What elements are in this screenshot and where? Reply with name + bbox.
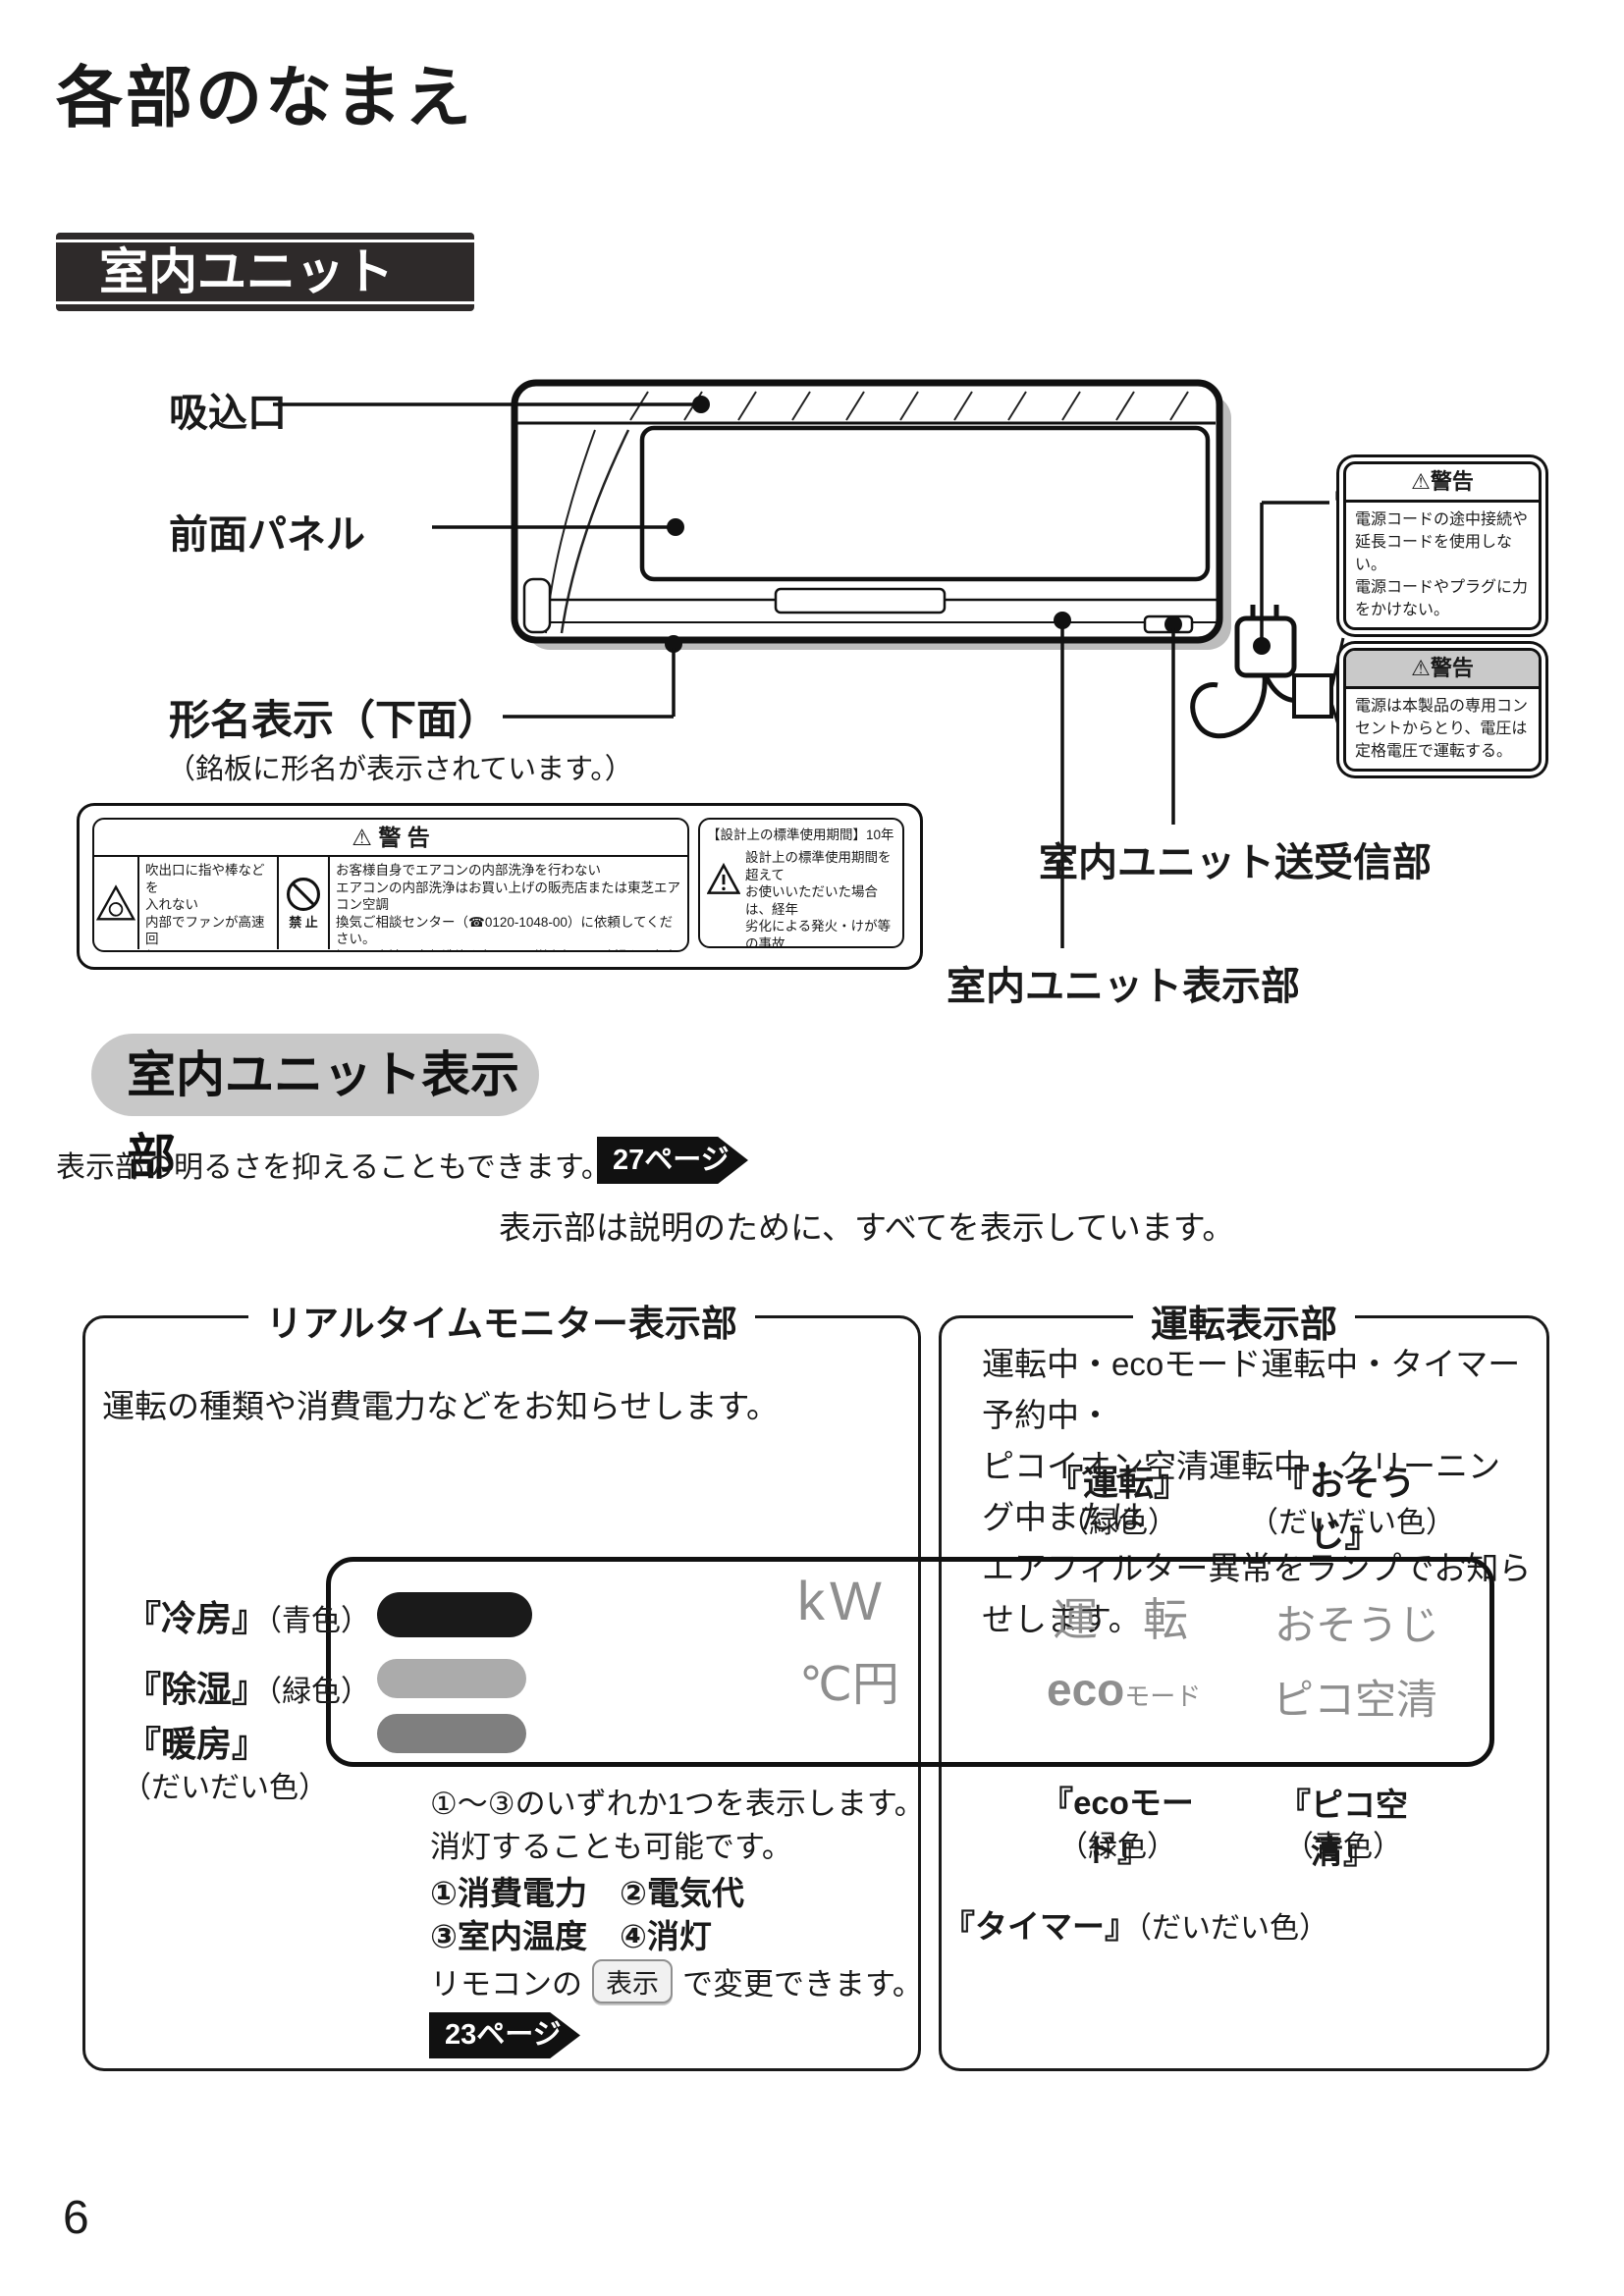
warning-line: 電源は本製品の専用コン <box>1355 698 1529 715</box>
realtime-desc: 運転の種類や消費電力などをお知らせします。 <box>102 1388 780 1424</box>
unit-shadow <box>526 395 1231 650</box>
label-model-caption: （銘板に形名が表示されています。） <box>167 754 633 785</box>
page-ref-badge-27: 27ページ <box>597 1137 748 1184</box>
label-run-color: （緑色） <box>1059 1507 1177 1539</box>
display-options-2: ③室内温度 ④消灯 <box>430 1918 712 1954</box>
page-ref-badge-23: 23ページ <box>429 2012 580 2058</box>
label-clean-color: （だいだい色） <box>1249 1507 1455 1539</box>
warning-wash-text: お客様自身でエアコンの内部洗浄を行わない エアコンの内部洗浄はお買い上げの販売店… <box>336 863 680 950</box>
warning-box-cord: ⚠警告 電源コードの途中接続や 延長コードを使用しない。 電源コードやプラグに力… <box>1343 461 1542 630</box>
warning-triangle-icon <box>707 863 740 894</box>
label-eco: 『ecoモード』 <box>1041 1785 1194 1868</box>
label-transceiver: 室内ユニット送受信部 <box>1039 841 1432 884</box>
panel-title-operation: 運転表示部 <box>939 1294 1549 1348</box>
display-button-chip: 表示 <box>592 1959 673 2003</box>
period-title: 【設計上の標準使用期間】10年 <box>707 828 894 842</box>
warning-line: 定格電圧で運転する。 <box>1355 743 1513 760</box>
brightness-note: 表示部の明るさを抑えることもできます。 <box>56 1151 611 1184</box>
warning-title: 警告 <box>1430 469 1474 494</box>
power-cord <box>1190 674 1268 739</box>
display-note-2: 消灯することも可能です。 <box>430 1830 792 1864</box>
warning-title: 警告 <box>1430 656 1474 680</box>
label-pico: 『ピコ空清』 <box>1278 1787 1408 1870</box>
warning-box-outlet-header: ⚠警告 <box>1346 651 1539 689</box>
prohibition-icon: 禁 止 <box>279 857 330 949</box>
panel-title-realtime: リアルタイムモニター表示部 <box>82 1294 921 1347</box>
warning-fan-text: 吹出口に指や棒などを 入れない 内部でファンが高速回 転しているため、けが の原… <box>139 857 279 950</box>
label-intake: 吸込口 <box>169 392 287 435</box>
warning-strip-main: ⚠ 警 告 吹出口に指や棒などを 入れない 内部でファンが高速回 転しているため… <box>92 818 689 952</box>
grille-slats <box>629 391 1189 421</box>
label-run: 『運転』 <box>1047 1463 1189 1503</box>
cool-lamp-pill <box>377 1592 532 1637</box>
unit-body <box>511 379 1223 644</box>
operation-desc: 運転中・ecoモード運転中・タイマー予約中・ ピコイオン空清運転中・クリーニング… <box>982 1346 1532 1637</box>
remote-note-post: で変更できます。 <box>682 1967 923 2002</box>
fan-warning-icon <box>94 857 139 949</box>
unit-temp-yen: ℃円 <box>799 1659 899 1711</box>
label-heat-color: （だいだい色） <box>122 1772 328 1804</box>
label-timer: 『タイマー』（だいだい色） <box>943 1908 1328 1945</box>
display-value: 8.8 <box>0 0 1 1</box>
warning-box-outlet: ⚠警告 電源は本製品の専用コン セントからとり、電圧は 定格電圧で運転する。 <box>1343 648 1542 772</box>
warning-box-cord-header: ⚠警告 <box>1346 464 1539 503</box>
label-clean: 『おそうじ』 <box>1273 1463 1416 1554</box>
display-window-shape <box>774 587 947 614</box>
cord-clamp-shape <box>1292 673 1333 719</box>
label-model-display: 形名表示（下面） <box>169 697 500 743</box>
power-plug-shape <box>1234 615 1297 678</box>
page-title: 各部のなまえ <box>56 61 475 135</box>
warning-triangle-icon: ⚠ <box>1411 656 1431 680</box>
transceiver-window-shape <box>1143 614 1194 634</box>
panel-operation-display <box>939 1315 1549 2071</box>
label-heat: 『暖房』 <box>126 1724 268 1764</box>
dry-lamp-pill <box>377 1659 526 1698</box>
warning-title: 警 告 <box>378 825 430 850</box>
label-cool: 『冷房』（青色） <box>126 1598 371 1638</box>
front-panel-shape <box>639 425 1211 582</box>
page-number: 6 <box>63 2192 89 2244</box>
warning-line: をかけない。 <box>1355 602 1450 618</box>
label-dry: 『除湿』（緑色） <box>126 1669 371 1709</box>
warning-period-text: 設計上の標準使用期間を超えて お使いいただいた場合は、経年 劣化による発火・けが… <box>745 850 892 948</box>
unit-kw: kW <box>797 1570 887 1631</box>
warning-triangle-icon: ⚠ <box>352 825 372 850</box>
warning-triangle-icon: ⚠ <box>1411 469 1431 494</box>
label-eco-color: （緑色） <box>1058 1831 1176 1863</box>
warning-line: 延長コードを使用しない。 <box>1355 534 1513 573</box>
warning-strip: ⚠ 警 告 吹出口に指や棒などを 入れない 内部でファンが高速回 転しているため… <box>77 803 923 970</box>
heat-lamp-pill <box>377 1714 526 1753</box>
section-header-unit-display: 室内ユニット表示部 <box>91 1034 539 1185</box>
lamp-clean: おそうじ <box>1274 1602 1440 1648</box>
warning-line: 電源コードやプラグに力 <box>1355 579 1529 596</box>
label-pico-color: （青色） <box>1284 1831 1402 1863</box>
display-band <box>326 1557 1494 1767</box>
display-note-1: ①〜③のいずれか1つを表示します。 <box>430 1787 925 1821</box>
remote-note: リモコンの 表示 で変更できます。 <box>430 1959 923 2003</box>
warning-strip-header: ⚠ 警 告 <box>94 820 687 857</box>
lamp-pico: ピコ空清 <box>1272 1677 1438 1723</box>
warning-line: 電源コードの途中接続や <box>1355 511 1529 528</box>
display-options-1: ①消費電力 ②電気代 <box>430 1875 744 1911</box>
center-note: 表示部は説明のために、すべてを表示しています。 <box>499 1209 1235 1246</box>
remote-note-pre: リモコンの <box>430 1967 582 2002</box>
section-header-indoor-unit: 室内ユニット <box>56 233 474 311</box>
warning-line: セントからとり、電圧は <box>1355 721 1528 737</box>
lamp-eco: ecoモード <box>1047 1664 1202 1715</box>
prohibition-label: 禁 止 <box>289 915 318 931</box>
lamp-run: 運 転 <box>1053 1594 1188 1645</box>
label-front-panel: 前面パネル <box>169 513 365 557</box>
warning-strip-period: 【設計上の標準使用期間】10年 設計上の標準使用期間を超えて お使いいただいた場… <box>698 818 904 948</box>
label-unit-display: 室内ユニット表示部 <box>947 965 1300 1008</box>
